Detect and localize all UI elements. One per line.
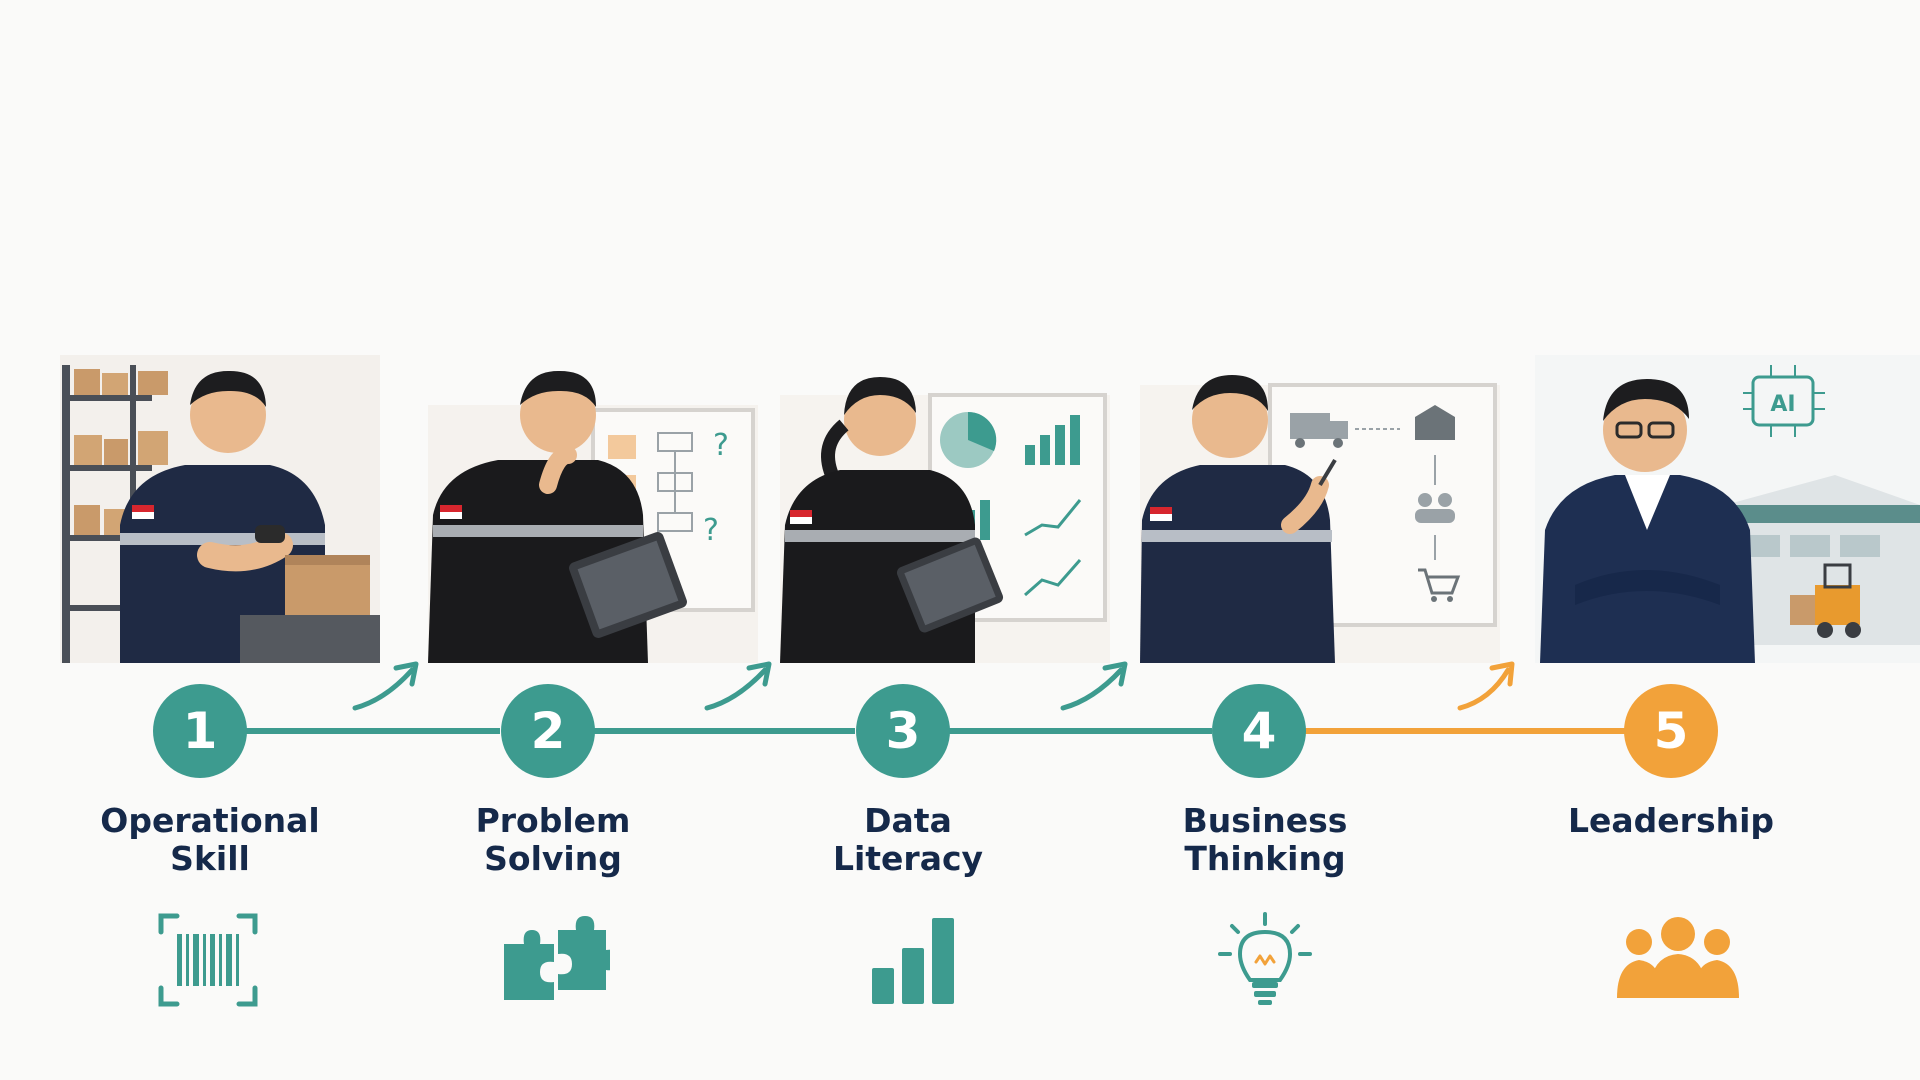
progress-arrow-icon — [1060, 661, 1128, 711]
step-5-label-line1: Leadership — [1567, 801, 1775, 840]
truck-icon — [1290, 413, 1348, 448]
pen-icon — [1318, 458, 1337, 487]
forklift-icon — [1790, 563, 1861, 638]
step-5-circle: 5 — [1624, 684, 1718, 778]
step-1-circle: 1 — [153, 684, 247, 778]
line-chart-icon — [1024, 499, 1082, 597]
step-3-label-line1: Data — [864, 801, 952, 840]
step-4-circle: 4 — [1212, 684, 1306, 778]
step-4-label-line1: Business — [1182, 801, 1348, 840]
shelving-icon — [62, 365, 168, 663]
business-thinking-scene-image — [1140, 375, 1500, 663]
team-icon — [1615, 910, 1741, 1010]
illustration-operational-worker — [60, 355, 380, 663]
step-2-label-line2: Solving — [484, 839, 622, 878]
ai-badge-text: AI — [1770, 392, 1795, 417]
warehouse-scene-image — [60, 355, 380, 663]
ai-chip-icon: AI — [1743, 365, 1825, 437]
barcode-icon — [153, 910, 263, 1010]
pie-chart-icon — [940, 411, 997, 468]
bar-chart-icon — [858, 910, 968, 1010]
warehouse-icon — [1415, 405, 1455, 440]
step-4-label: Business Thinking — [1135, 802, 1395, 878]
leadership-scene-image: AI — [1535, 355, 1920, 663]
illustration-business-thinker — [1140, 355, 1500, 663]
problem-solving-scene-image: ? ? — [428, 370, 758, 663]
lightbulb-icon — [1210, 910, 1320, 1010]
step-3-label-line2: Literacy — [832, 839, 984, 878]
question-mark-icon: ? — [703, 513, 719, 548]
puzzle-icon — [500, 910, 610, 1010]
step-2-circle: 2 — [501, 684, 595, 778]
step-2-label-line1: Problem — [475, 801, 631, 840]
tablet-icon — [896, 537, 1004, 633]
progress-arrow-icon — [352, 661, 419, 711]
step-4-label-line2: Thinking — [1184, 839, 1346, 878]
step-2-label: Problem Solving — [423, 802, 683, 878]
step-1-label-line2: Skill — [170, 839, 250, 878]
step-1-label-line1: Operational — [100, 801, 320, 840]
warehouse-building-icon — [1725, 475, 1920, 645]
step-1-label: Operational Skill — [80, 802, 340, 878]
people-icon — [1415, 493, 1455, 523]
progress-arrow-icon — [1457, 661, 1515, 711]
data-literacy-scene-image — [780, 377, 1110, 663]
step-3-label: Data Literacy — [778, 802, 1038, 878]
step-5-label: Leadership — [1541, 802, 1801, 840]
step-3-circle: 3 — [856, 684, 950, 778]
illustration-data-analyst — [780, 355, 1110, 663]
progress-arrow-icon — [704, 661, 772, 711]
illustration-leader: AI — [1535, 355, 1920, 663]
cart-icon — [1418, 568, 1461, 602]
tablet-icon — [569, 532, 687, 638]
question-mark-icon: ? — [713, 428, 729, 463]
illustration-problem-solver: ? ? — [428, 355, 758, 663]
